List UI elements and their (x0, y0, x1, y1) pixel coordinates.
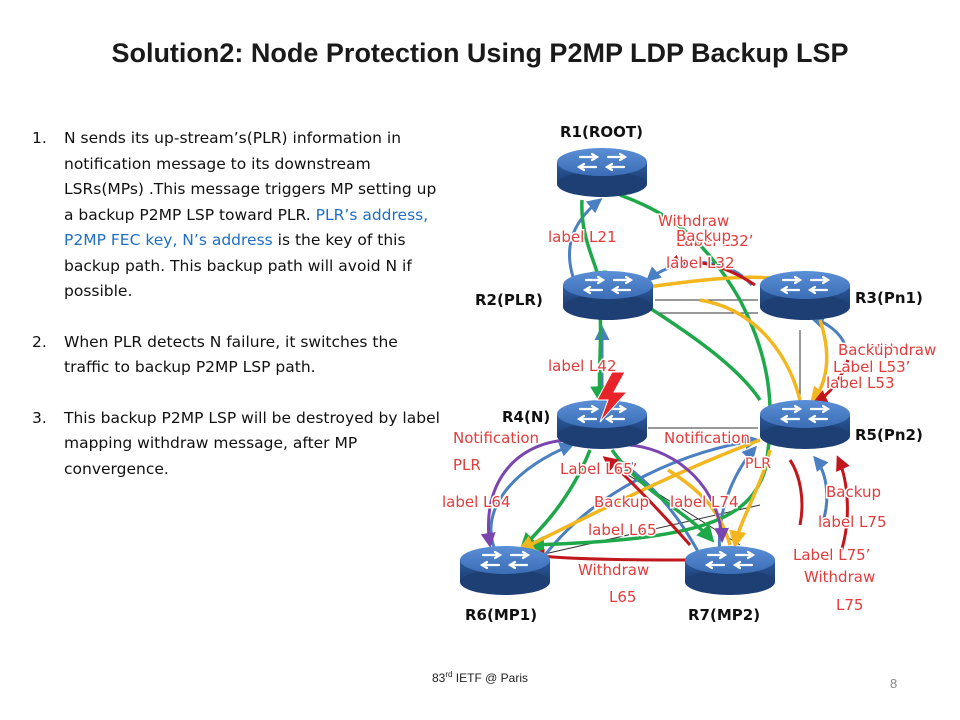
label-withdraw-l75: Withdraw (804, 568, 875, 586)
label-l75: label L75 (818, 513, 887, 531)
bullet-list: 1. N sends its up-stream’s(PLR) informati… (32, 126, 442, 507)
footer-suffix: IETF @ Paris (452, 671, 528, 685)
bullet-item-3: 3. This backup P2MP LSP will be destroyed… (32, 406, 442, 483)
bullet-text: is the key of this backup path. This bac… (64, 231, 412, 300)
label-notification-left: Notification (453, 429, 539, 447)
label-l65-prime: Label L65’ (560, 460, 637, 478)
node-label-r3: R3(Pn1) (855, 289, 923, 307)
slide-footer: 83rd IETF @ Paris (0, 670, 960, 685)
bullet-highlight: PLR’s address, P2MP FEC key, N’s address (64, 205, 429, 250)
failure-bolt-icon (596, 371, 629, 423)
router-r2 (561, 269, 655, 322)
label-l53: label L53 (826, 374, 895, 392)
footer-prefix: 83 (431, 671, 446, 685)
router-r1 (555, 146, 649, 199)
withdraw-label-l65p (602, 456, 692, 546)
arrow-backup-l75 (813, 455, 829, 526)
label-withdraw-l75-name: L75 (836, 596, 863, 614)
traffic-backup-to-r6 (526, 193, 772, 554)
router-r5 (758, 398, 852, 451)
node-label-r6: R6(MP1) (465, 606, 537, 624)
label-l65: label L65 (588, 521, 657, 539)
bullet-text: When PLR detects N failure, it switches … (64, 332, 398, 377)
backup-r3-r5 (809, 319, 829, 405)
label-l42: label L42 (548, 357, 617, 375)
traffic-r4-r7 (610, 448, 715, 543)
backup-r3-r5-inner (699, 298, 802, 401)
node-label-r2: R2(PLR) (475, 291, 543, 309)
traffic-backup-r2-r5 (644, 303, 762, 401)
router-r6 (458, 544, 552, 597)
label-l21: label L21 (548, 228, 617, 246)
bullet-text: This backup P2MP LSP will be destroyed b… (64, 408, 440, 478)
label-withdraw-l53: Withdraw (865, 341, 936, 359)
bullet-number: 3. (32, 408, 47, 427)
node-label-r4: R4(N) (502, 408, 550, 426)
node-label-r5: R5(Pn2) (855, 426, 923, 444)
withdraw-l32 (665, 254, 756, 287)
label-backup-l75: Backup (826, 483, 881, 501)
purple-paths (480, 438, 730, 548)
withdraw-l53 (812, 359, 850, 404)
notification-r4-r7 (629, 443, 730, 543)
label-l32: label L32 (666, 254, 735, 272)
withdraw-label-l75p (788, 459, 804, 526)
bullet-item-2: 2. When PLR detects N failure, it switche… (32, 330, 442, 381)
label-l53-prime: Label L53’ (833, 358, 910, 376)
bullet-item-1: 1. N sends its up-stream’s(PLR) informati… (32, 126, 442, 305)
label-l32-prime: Label L32’ (676, 232, 753, 250)
node-label-r1: R1(ROOT) (560, 123, 643, 141)
withdraw-l75 (836, 455, 850, 556)
label-notification-left-plr: PLR (453, 456, 481, 474)
node-label-r7: R7(MP2) (688, 606, 760, 624)
withdraw-l65 (529, 549, 701, 564)
slide-title: Solution2: Node Protection Using P2MP LD… (111, 38, 849, 68)
label-withdraw-l32: Withdraw (658, 212, 729, 230)
notification-r4-r6 (480, 438, 573, 548)
footer-sup: rd (445, 670, 453, 679)
backup-r5-r7 (729, 449, 772, 549)
label-l74: label L74 (670, 493, 739, 511)
label-notification-right: Notification (664, 429, 750, 447)
router-r3 (758, 269, 852, 322)
traffic-r2-r4 (590, 311, 608, 404)
label-withdraw-l65: Withdraw (578, 561, 649, 579)
label-notification-right-plr: PLR (745, 456, 771, 472)
label-backup-l65: Backup (594, 493, 649, 511)
label-withdraw-l65-name: L65 (609, 588, 636, 606)
label-l64: label L64 (442, 493, 511, 511)
bullet-text: N sends its up-stream’s(PLR) information… (64, 129, 437, 224)
bullet-number: 1. (32, 129, 47, 147)
bullet-number: 2. (32, 332, 47, 351)
label-backup-l32: Backup (676, 227, 731, 245)
page-number: 8 (890, 676, 898, 691)
label-l75-prime: Label L75’ (793, 546, 870, 564)
router-r7 (683, 544, 777, 597)
arrow-l65 (543, 434, 760, 556)
label-backup-l53: Backup (838, 341, 893, 359)
router-r4 (555, 398, 649, 451)
